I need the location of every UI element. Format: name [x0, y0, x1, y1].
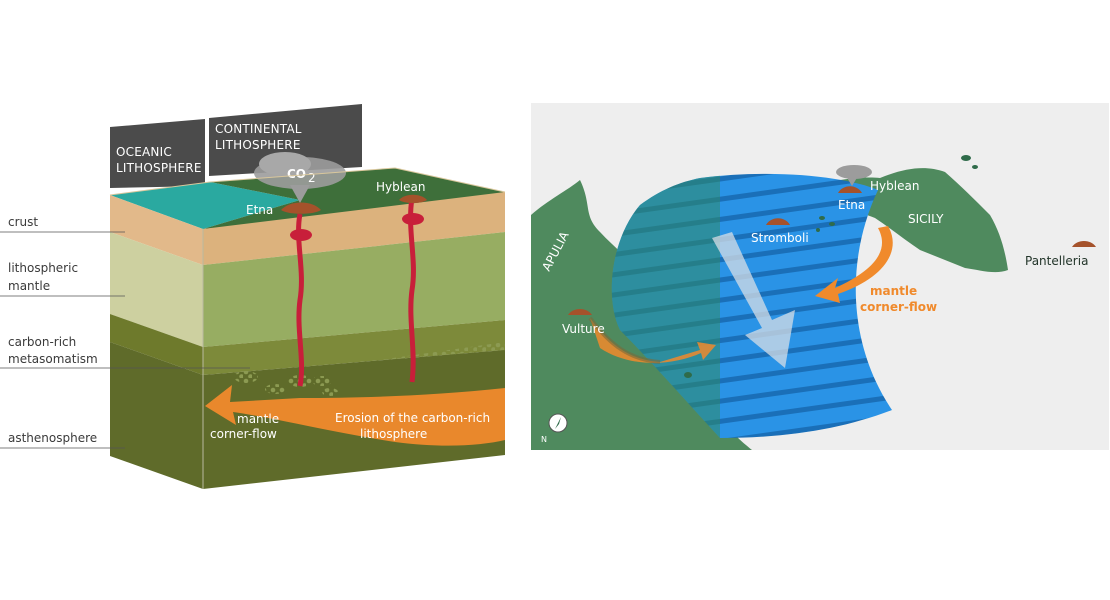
- stromboli-label: Stromboli: [751, 231, 809, 245]
- svg-text:N: N: [541, 435, 547, 444]
- stromboli-volcano-icon: [766, 218, 790, 225]
- etna-label: Etna: [246, 203, 273, 217]
- erosion-label-1: Erosion of the carbon-rich: [335, 411, 490, 425]
- block-diagram: OCEANIC LITHOSPHERE CONTINENTAL LITHOSPH…: [0, 104, 506, 489]
- hyblean-volcano-icon: [399, 194, 427, 203]
- svg-text:mantle: mantle: [8, 279, 50, 293]
- continental-lithosphere-tag: CONTINENTAL LITHOSPHERE: [209, 104, 362, 176]
- flow-label-1: mantle: [237, 412, 279, 426]
- lith-mantle-front: [110, 232, 203, 347]
- small-islands: [684, 155, 978, 378]
- svg-text:CONTINENTAL: CONTINENTAL: [215, 122, 302, 136]
- svg-text:carbon-rich: carbon-rich: [8, 335, 76, 349]
- crust-side: [203, 192, 505, 265]
- svg-text:lithospheric: lithospheric: [8, 261, 78, 275]
- svg-text:asthenosphere: asthenosphere: [8, 431, 97, 445]
- svg-text:LITHOSPHERE: LITHOSPHERE: [215, 138, 301, 152]
- erosion-label-2: lithosphere: [360, 427, 427, 441]
- lith-mantle-side: [203, 232, 505, 347]
- vulture-volcano-icon: [568, 309, 592, 315]
- pantelleria-volcano-icon: [1072, 241, 1096, 247]
- crust-front: [110, 195, 203, 265]
- svg-text:OCEANIC: OCEANIC: [116, 145, 172, 159]
- svg-text:metasomatism: metasomatism: [8, 352, 98, 366]
- sicily-label: SICILY: [908, 212, 944, 226]
- asthenosphere-front: [110, 342, 203, 489]
- corner-flow-arrow: [205, 385, 505, 446]
- oceanic-lithosphere-tag: OCEANIC LITHOSPHERE: [110, 119, 205, 188]
- metasomatism-side: [203, 320, 505, 375]
- etna-chamber: [290, 229, 312, 241]
- subduction-map: APULIA Vulture Stromboli Etna Hyblean SI…: [531, 103, 1109, 450]
- map-etna-volcano-icon: [838, 186, 862, 193]
- metasomatism-front: [110, 314, 203, 375]
- oceanic-surface: [110, 182, 300, 229]
- etna-plume: [836, 165, 872, 186]
- map-corner-flow-arrow: [815, 226, 893, 303]
- pantelleria-label: Pantelleria: [1025, 254, 1088, 268]
- map-flow-label-2: corner-flow: [860, 300, 937, 314]
- hyblean-conduit: [408, 197, 416, 383]
- map-flow-label-1: mantle: [870, 284, 917, 298]
- svg-text:2: 2: [308, 171, 316, 185]
- svg-text:CO: CO: [287, 167, 306, 181]
- map-hyblean-label: Hyblean: [870, 179, 919, 193]
- compass-icon: N: [541, 413, 568, 444]
- svg-text:crust: crust: [8, 215, 38, 229]
- svg-text:LITHOSPHERE: LITHOSPHERE: [116, 161, 202, 175]
- flow-label-2: corner-flow: [210, 427, 277, 441]
- etna-volcano-icon: [281, 202, 321, 214]
- hyblean-label: Hyblean: [376, 180, 425, 194]
- hyblean-chamber: [402, 213, 424, 225]
- co2-cloud: CO 2: [254, 152, 346, 203]
- map-etna-label: Etna: [838, 198, 865, 212]
- layer-legend: crust lithospheric mantle carbon-rich me…: [0, 215, 250, 449]
- vulture-label: Vulture: [562, 322, 605, 336]
- subduction-arrow: [712, 232, 795, 368]
